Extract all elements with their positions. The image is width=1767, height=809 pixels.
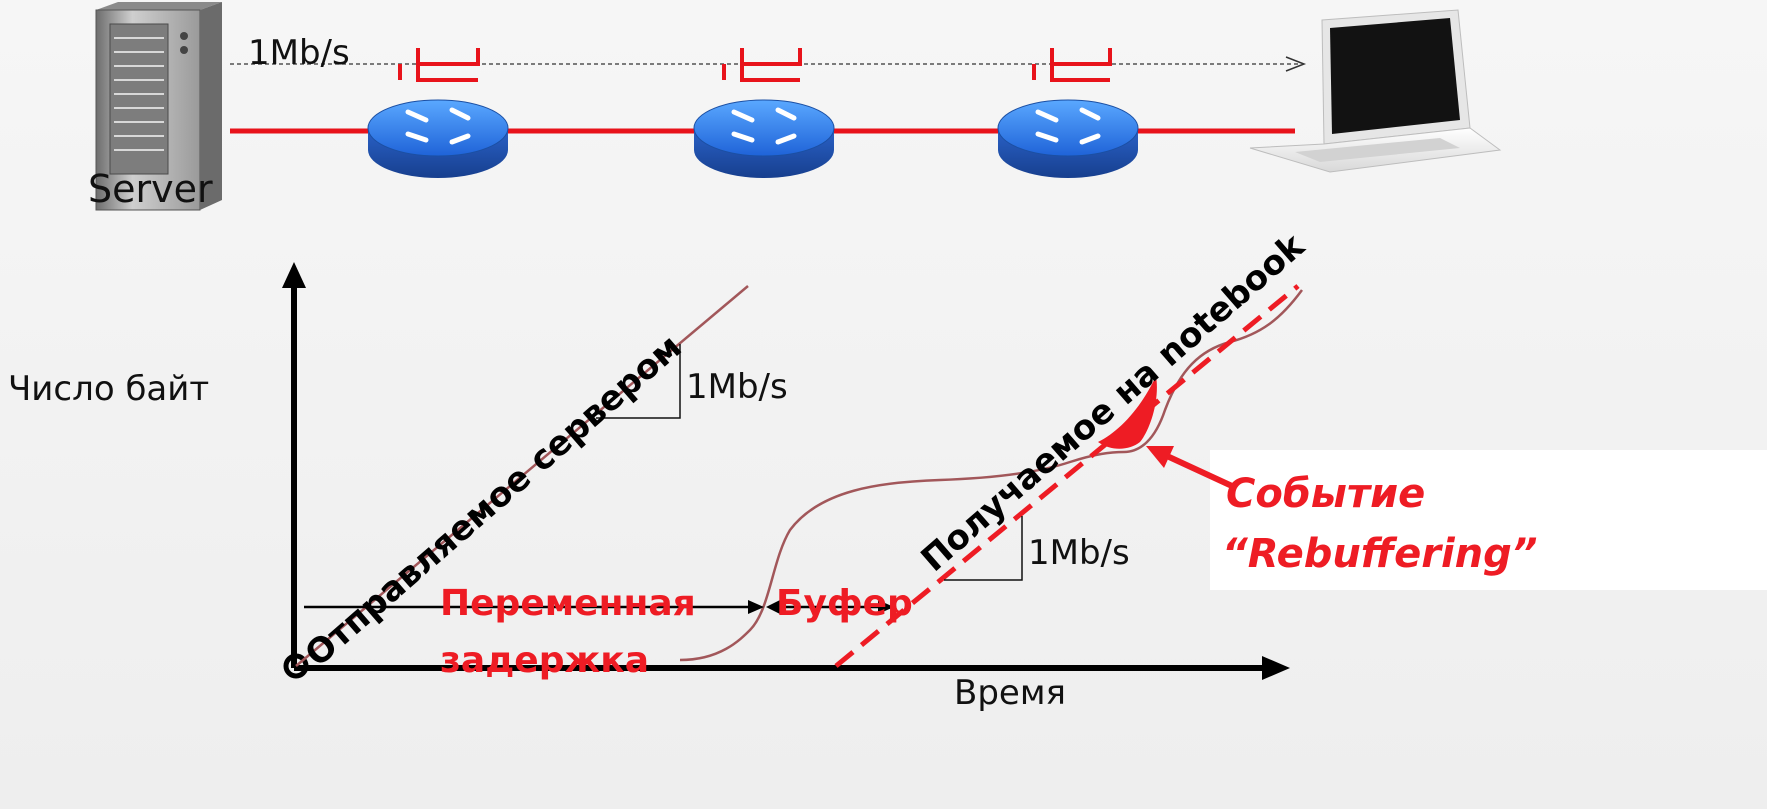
y-axis-arrow-icon (282, 262, 306, 288)
server-icon (95, 2, 222, 211)
variable-delay-label-line2: задержка (440, 640, 649, 681)
y-axis-label: Число байт (8, 369, 209, 409)
router-icon (693, 48, 835, 178)
slope-triangle-sent (596, 344, 681, 419)
router-icon (997, 48, 1139, 178)
playback-line (834, 284, 1300, 668)
variable-delay-arrow (304, 600, 764, 614)
sent-curve (295, 285, 749, 667)
buffer-arrow (766, 600, 894, 614)
rebuffering-region (1098, 376, 1157, 449)
origin-marker (283, 653, 309, 679)
event-label-line2: “Rebuffering” (1222, 531, 1538, 577)
flow-rate-label: 1Mb/s (248, 33, 350, 73)
x-axis-label: Время (954, 673, 1066, 713)
flow-arrowhead-icon (1285, 56, 1307, 72)
received-curve (679, 289, 1304, 662)
router-icon (367, 48, 509, 178)
event-pointer-arrow (1146, 446, 1234, 489)
laptop-icon (1249, 9, 1502, 173)
variable-delay-label-line1: Переменная (440, 583, 696, 624)
x-axis-arrow-icon (1262, 656, 1290, 680)
slope-triangle-received (944, 516, 1023, 581)
event-label-line1: Событие (1226, 471, 1425, 517)
event-callout-box (1210, 450, 1767, 590)
slope-label-sent: 1Mb/s (686, 367, 788, 407)
buffer-label: Буфер (776, 583, 913, 624)
server-label: Server (88, 167, 213, 211)
slope-label-received: 1Mb/s (1028, 533, 1130, 573)
